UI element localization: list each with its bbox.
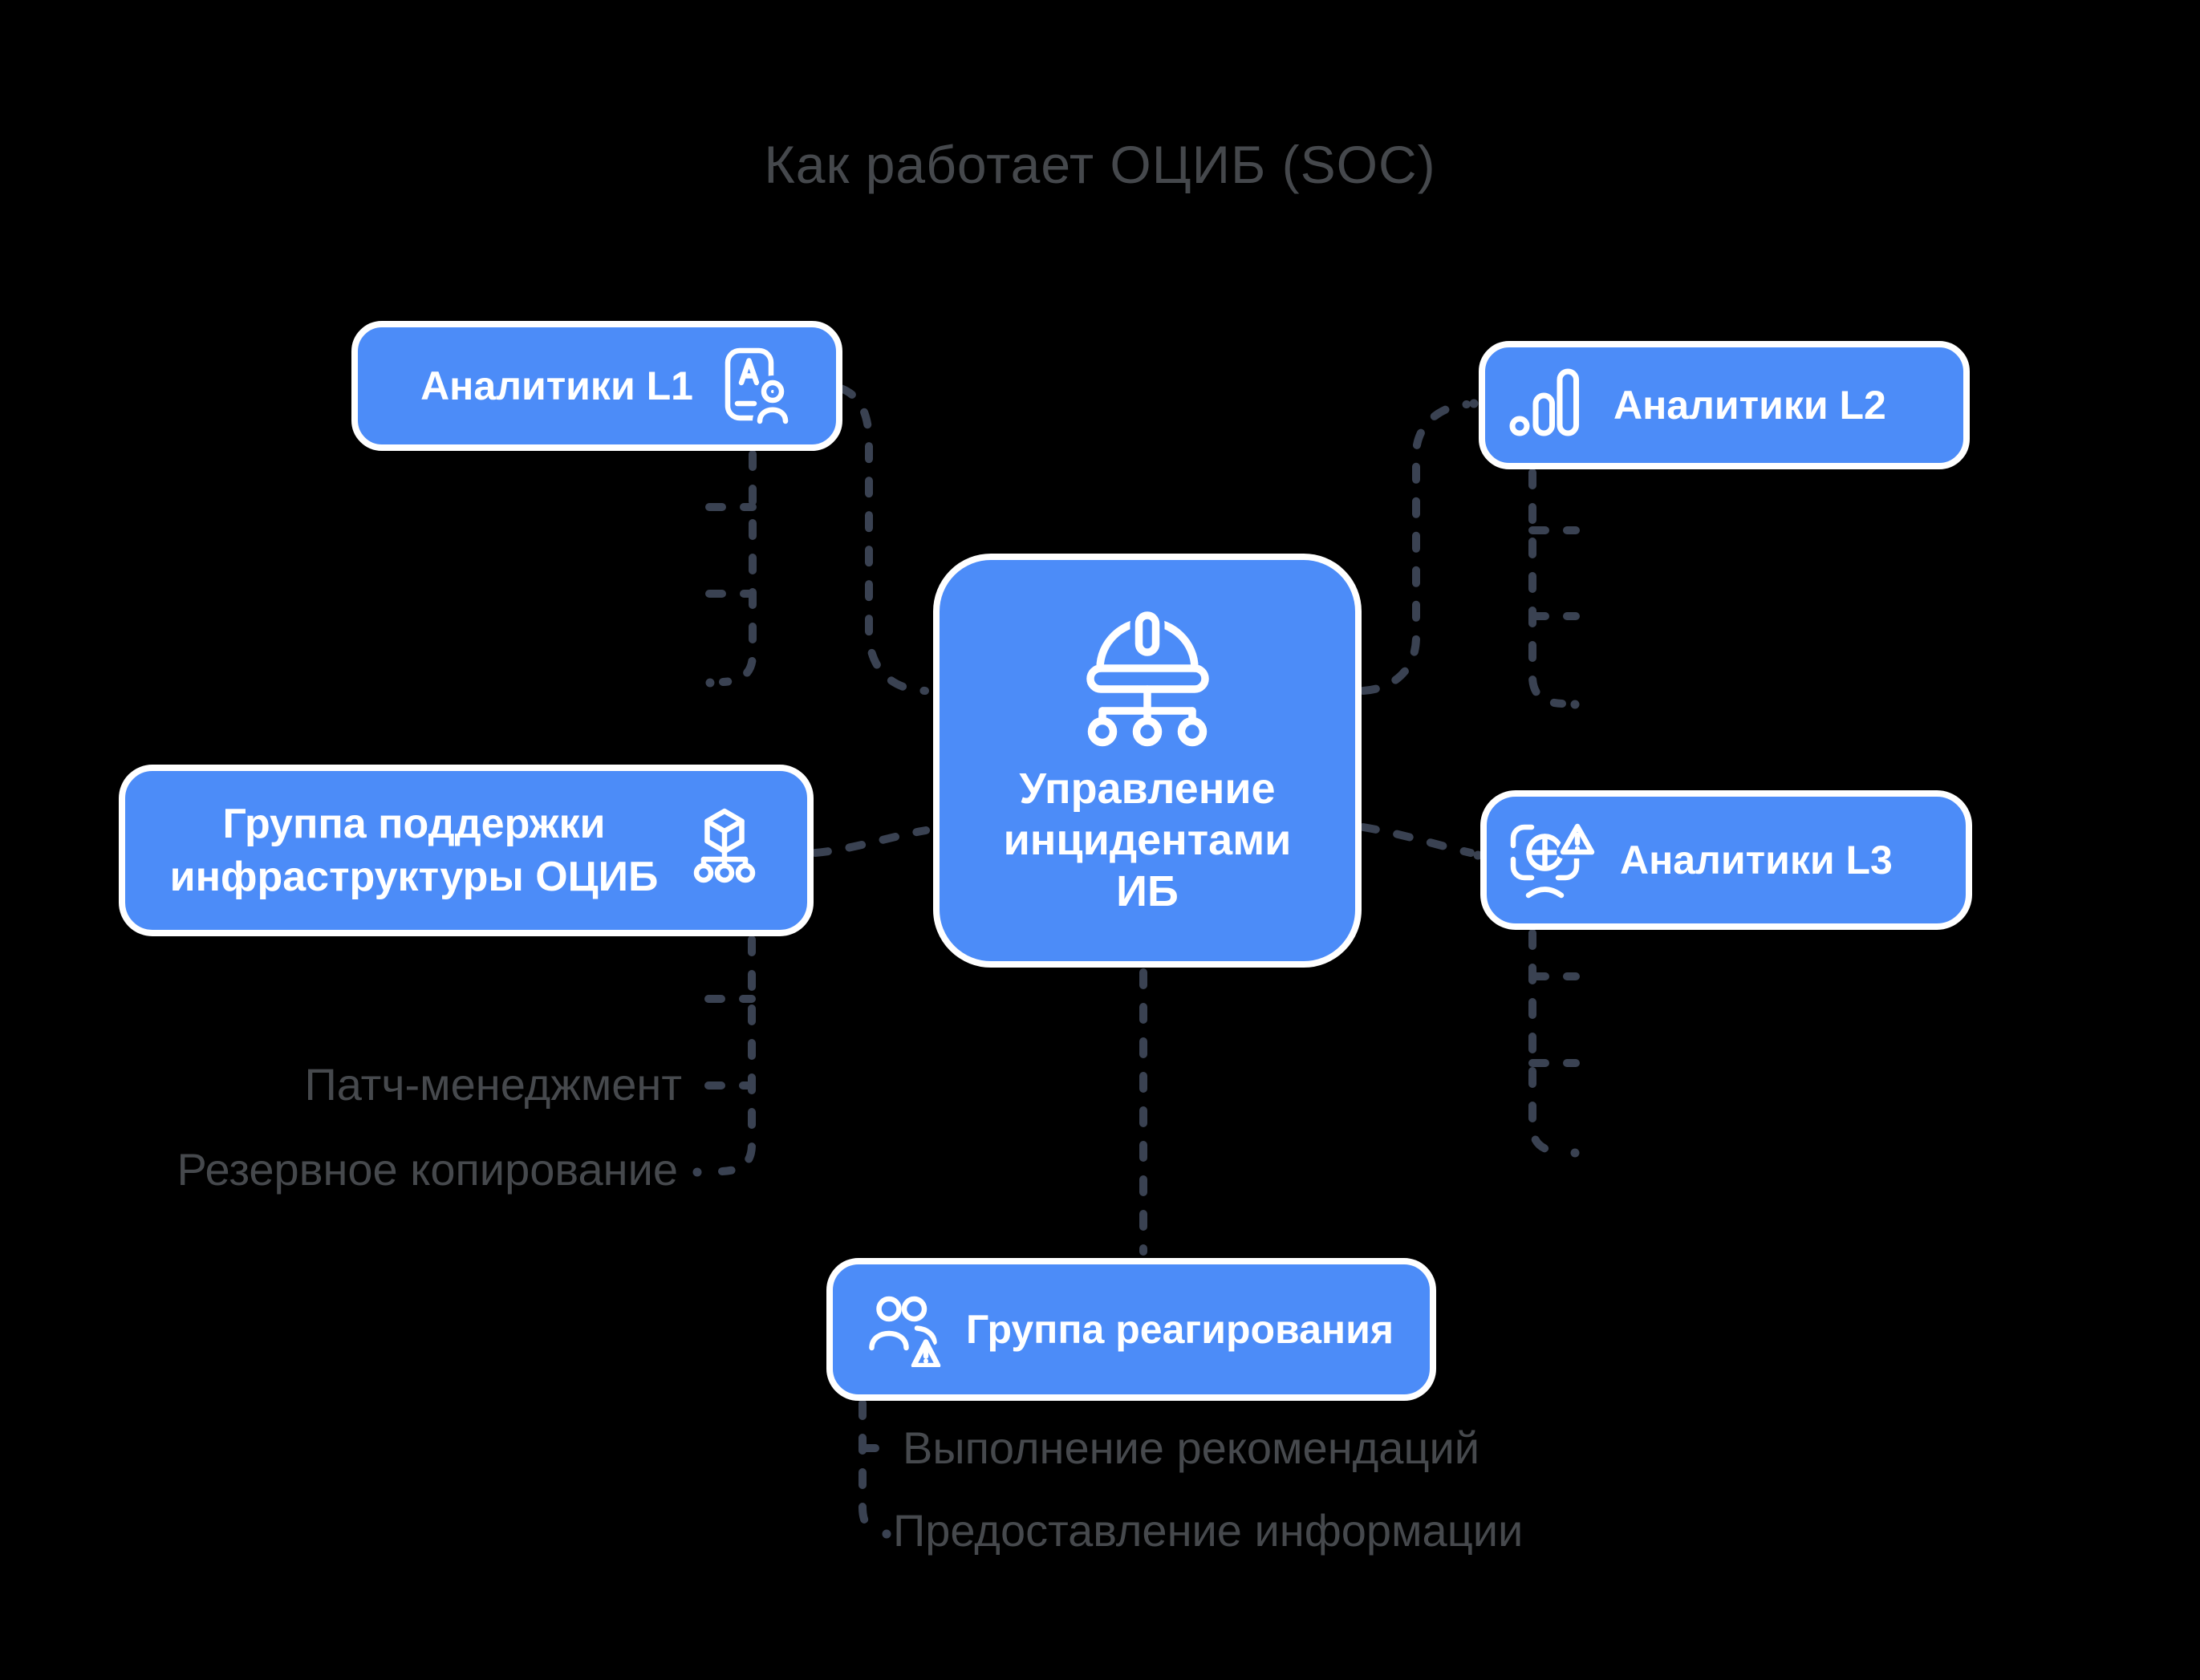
branch-response <box>858 1399 883 1536</box>
node-infrastructure-support-label: Группа поддержки инфраструктуры ОЦИБ <box>169 801 659 900</box>
annotation-recommendations: Выполнение рекомендаций <box>903 1422 1480 1473</box>
connector-support-center <box>811 826 930 857</box>
branch-l2 <box>1528 469 1566 708</box>
connector-l1-center <box>837 384 929 695</box>
node-analysts-l1-label: Аналитики L1 <box>420 363 693 408</box>
branch-l3-dot <box>1570 1148 1580 1158</box>
node-analysts-l2-label: Аналитики L2 <box>1613 383 1886 428</box>
users-alert-icon <box>869 1296 944 1367</box>
branch-l1-dot <box>705 678 715 688</box>
id-card-user-icon <box>725 347 793 425</box>
connector-dot-l3 <box>1473 850 1483 860</box>
annotation-backup: Резервное копирование <box>177 1144 678 1195</box>
node-analysts-l3-label: Аналитики L3 <box>1620 838 1893 883</box>
branch-l2-dot <box>1570 700 1580 709</box>
branch-l3 <box>1528 929 1566 1156</box>
connector-center-l2 <box>1359 400 1471 695</box>
node-response-team: Группа реагирования <box>826 1258 1436 1401</box>
helmet-org-chart-icon <box>1086 607 1209 747</box>
cube-org-chart-icon <box>694 808 756 883</box>
annotation-patch-management: Патч-менеджмент <box>304 1059 682 1110</box>
branch-support <box>718 935 756 1175</box>
connector-center-l3 <box>1359 823 1475 857</box>
annotation-information: Предоставление информации <box>893 1505 1524 1556</box>
node-analysts-l2: Аналитики L2 <box>1479 341 1970 469</box>
node-response-team-label: Группа реагирования <box>966 1307 1394 1352</box>
branch-support-dot <box>692 1167 702 1177</box>
face-scan-alert-icon <box>1510 822 1596 899</box>
branch-response-dot <box>882 1529 891 1539</box>
branch-l1 <box>719 450 757 686</box>
bar-chart-icon <box>1509 368 1579 436</box>
node-infrastructure-support: Группа поддержки инфраструктуры ОЦИБ <box>119 765 814 936</box>
connector-dot-l2 <box>1469 399 1479 408</box>
diagram-title: Как работает ОЦИБ (SOC) <box>764 135 1436 194</box>
node-incident-management: Управление инцидентами ИБ <box>933 554 1362 968</box>
node-incident-management-label: Управление инцидентами ИБ <box>1003 765 1292 915</box>
node-analysts-l3: Аналитики L3 <box>1480 790 1972 930</box>
node-analysts-l1: Аналитики L1 <box>351 321 842 451</box>
